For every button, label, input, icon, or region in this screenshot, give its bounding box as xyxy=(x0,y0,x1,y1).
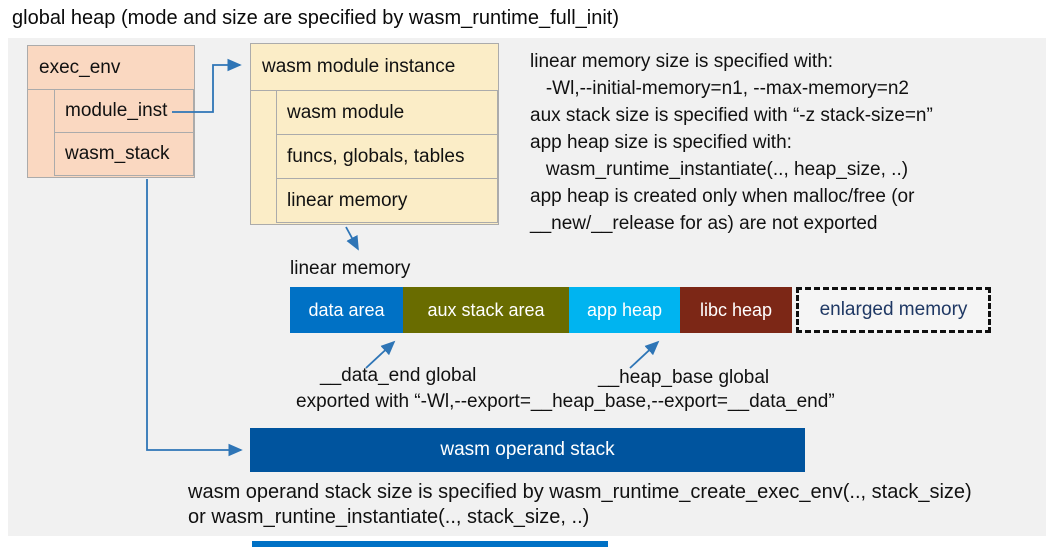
operand-stack-note-line1: wasm operand stack size is specified by … xyxy=(188,481,972,503)
segment-app-heap: app heap xyxy=(569,287,680,333)
linear-memory-box: linear memory xyxy=(276,178,498,223)
wasm-stack-box: wasm_stack xyxy=(54,132,194,176)
linear-memory-label: linear memory xyxy=(290,258,411,279)
segment-enlarged-memory: enlarged memory xyxy=(796,287,991,333)
linear-memory-bar: data area aux stack area app heap libc h… xyxy=(290,287,991,333)
note-line: __new/__release for as) are not exported xyxy=(530,213,878,234)
note-line: linear memory size is specified with: xyxy=(530,51,834,72)
operand-stack-note-line2: or wasm_runtine_instantiate(.., stack_si… xyxy=(188,506,590,528)
segment-libc-heap: libc heap xyxy=(680,287,792,333)
funcs-globals-tables-box: funcs, globals, tables xyxy=(276,134,498,179)
module-instance-label: wasm module instance xyxy=(251,44,498,91)
memory-size-notes: linear memory size is specified with: -W… xyxy=(530,48,1035,237)
exported-annotation: exported with “-Wl,--export=__heap_base,… xyxy=(296,391,835,412)
note-line: app heap size is specified with: xyxy=(530,132,792,153)
note-line: wasm_runtime_instantiate(.., heap_size, … xyxy=(530,159,909,180)
module-inst-box: module_inst xyxy=(54,89,194,133)
heap-base-annotation: __heap_base global xyxy=(598,367,770,388)
segment-aux-stack-area: aux stack area xyxy=(403,287,569,333)
module-instance-box: wasm module instance wasm module funcs, … xyxy=(250,43,499,225)
wasm-operand-stack-bar: wasm operand stack xyxy=(250,428,805,472)
data-end-annotation: __data_end global xyxy=(320,365,477,386)
segment-data-area: data area xyxy=(290,287,403,333)
module-instance-rows: wasm module funcs, globals, tables linea… xyxy=(276,90,498,223)
operand-stack-note: wasm operand stack size is specified by … xyxy=(188,480,972,530)
note-line: app heap is created only when malloc/fre… xyxy=(530,186,915,207)
cropped-bar-fragment xyxy=(252,541,608,547)
exec-env-rows: module_inst wasm_stack xyxy=(54,89,194,176)
diagram-title: global heap (mode and size are specified… xyxy=(12,7,619,29)
note-line: -Wl,--initial-memory=n1, --max-memory=n2 xyxy=(530,78,909,99)
note-line: aux stack size is specified with “-z sta… xyxy=(530,105,933,126)
exec-env-box: exec_env module_inst wasm_stack xyxy=(27,45,195,178)
exec-env-label: exec_env xyxy=(28,46,194,90)
wasm-module-box: wasm module xyxy=(276,90,498,135)
